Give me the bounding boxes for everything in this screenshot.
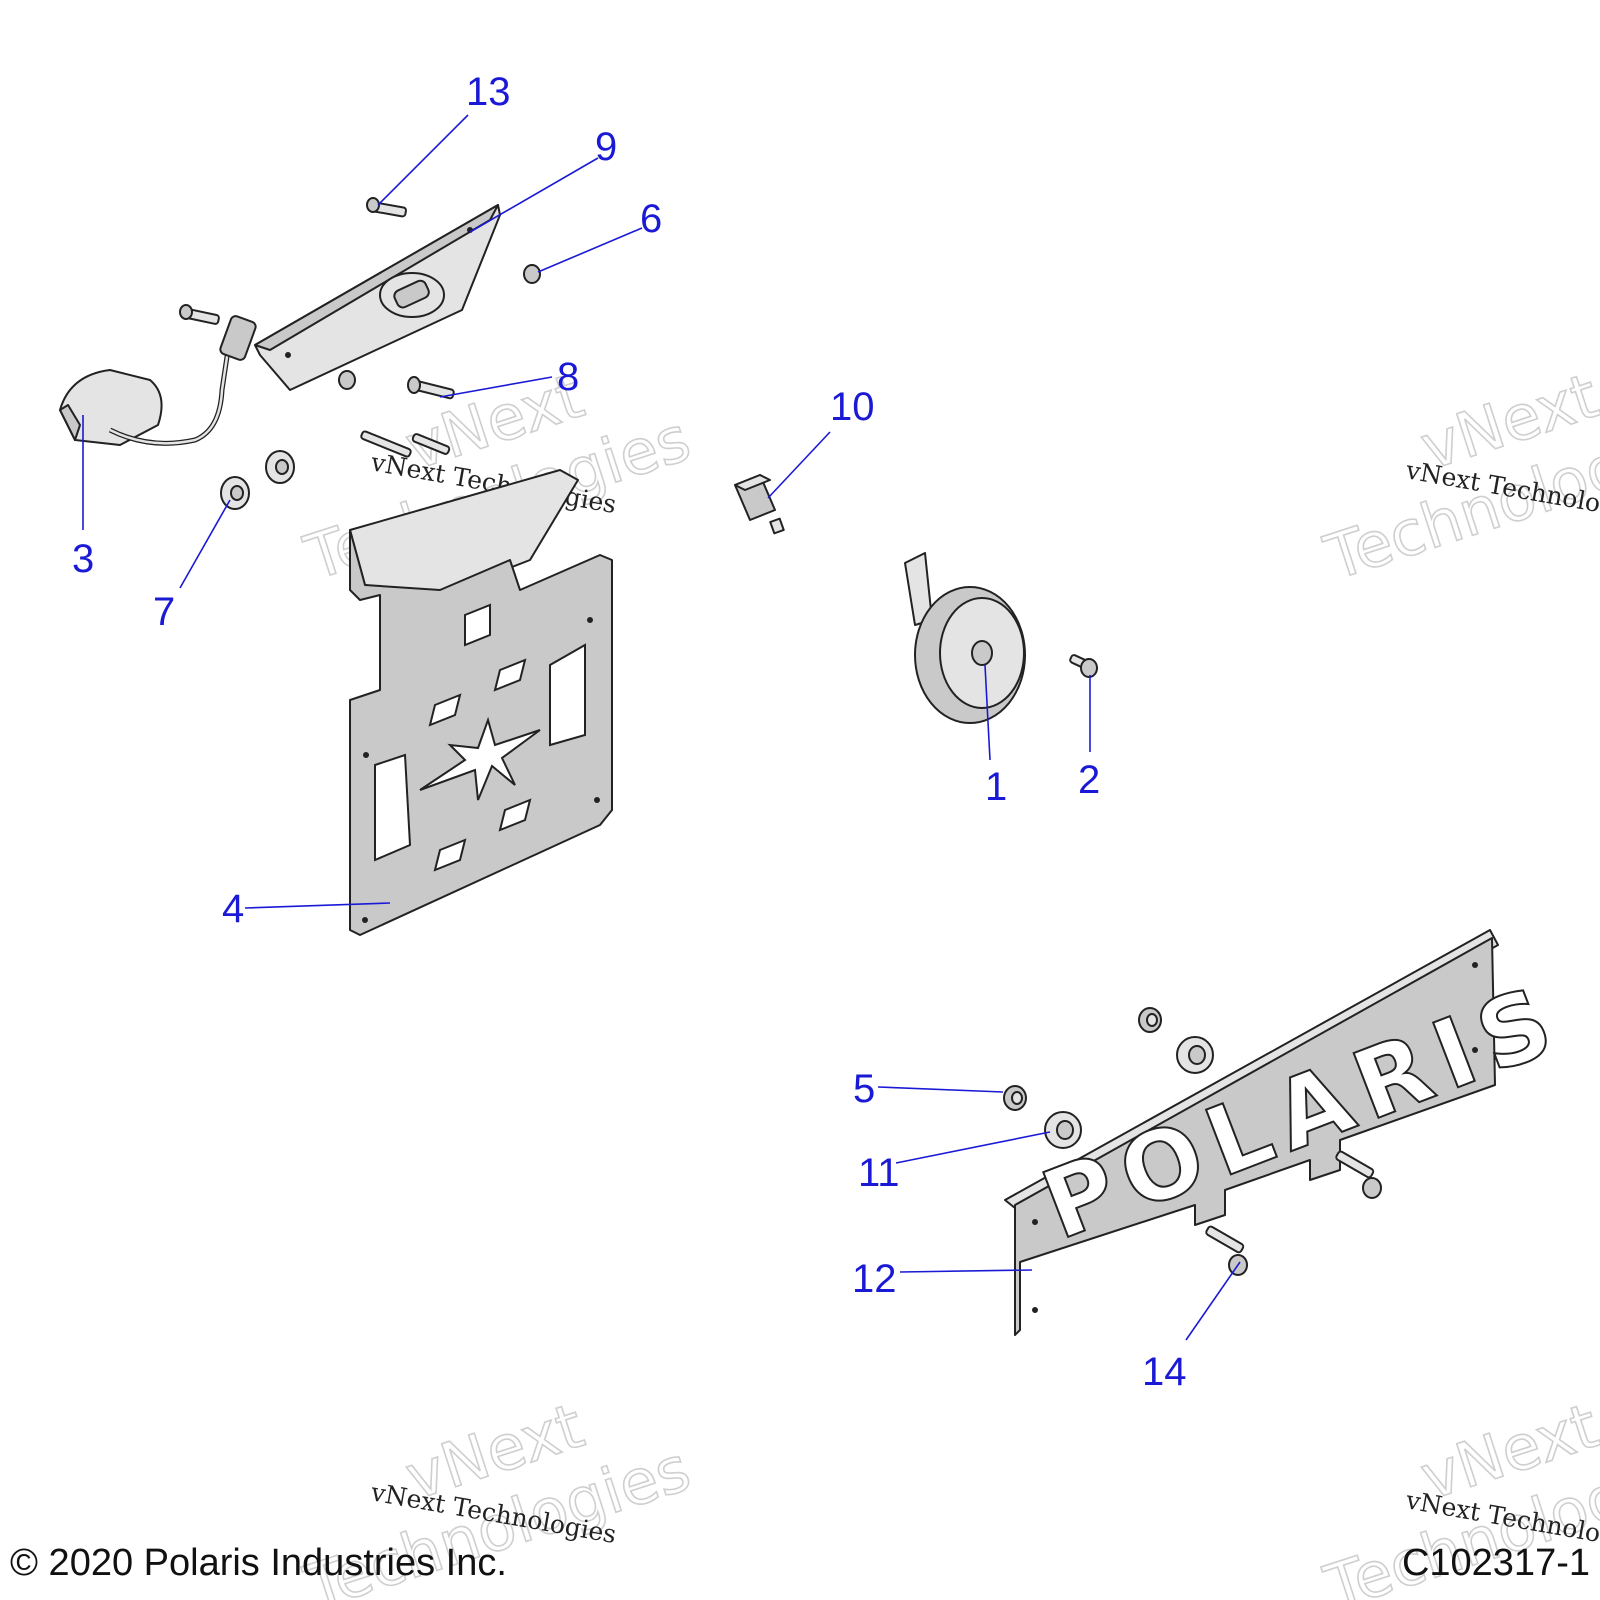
light-bracket: [254, 204, 501, 391]
callout-4: 4: [222, 887, 244, 931]
callout-12: 12: [852, 1257, 897, 1301]
nut-6: [523, 264, 541, 284]
bolt-14a: [1335, 1150, 1382, 1199]
callout-5: 5: [853, 1067, 875, 1111]
bolt-pair: [360, 430, 451, 458]
horn: [904, 552, 1026, 724]
screw-top: [366, 197, 407, 218]
bolt-8: [407, 376, 455, 400]
nut-small: [338, 370, 356, 390]
callout-1: 1: [985, 765, 1007, 809]
watermark-top-right: vNext Technologies vNext Technologies: [1315, 358, 1600, 595]
license-plate-bracket: [349, 469, 613, 936]
callout-2: 2: [1078, 758, 1100, 802]
callout-9: 9: [595, 125, 617, 169]
leader-lines: [82, 114, 1241, 1341]
nut-5b: [1003, 1085, 1027, 1111]
polaris-plate: POLARIS: [1004, 929, 1578, 1336]
screw-left: [179, 304, 220, 325]
grommet-7b: [220, 476, 250, 510]
callout-3: 3: [72, 537, 94, 581]
plate-logo-text: POLARIS: [1029, 963, 1578, 1261]
grommet-11b: [1044, 1111, 1082, 1149]
switch-10: [734, 474, 785, 535]
figure-id: C102317-1: [1402, 1542, 1590, 1584]
tail-light: [59, 315, 257, 446]
callout-11: 11: [858, 1151, 900, 1195]
horn-bolt: [1069, 654, 1098, 678]
callout-6: 6: [640, 197, 662, 241]
bolt-14b: [1205, 1225, 1248, 1276]
callout-10: 10: [830, 385, 875, 429]
grommet-7a: [265, 450, 295, 484]
callout-7: 7: [153, 590, 175, 634]
grommet-11a: [1176, 1036, 1214, 1074]
copyright-text: © 2020 Polaris Industries Inc.: [10, 1542, 507, 1584]
callouts: 1 2 3 4 5 6 7 8 9 10 11 12 13 14: [72, 70, 1187, 1394]
nut-5a: [1138, 1007, 1162, 1033]
callout-8: 8: [557, 355, 579, 399]
callout-13: 13: [466, 70, 511, 114]
callout-14: 14: [1142, 1350, 1187, 1394]
